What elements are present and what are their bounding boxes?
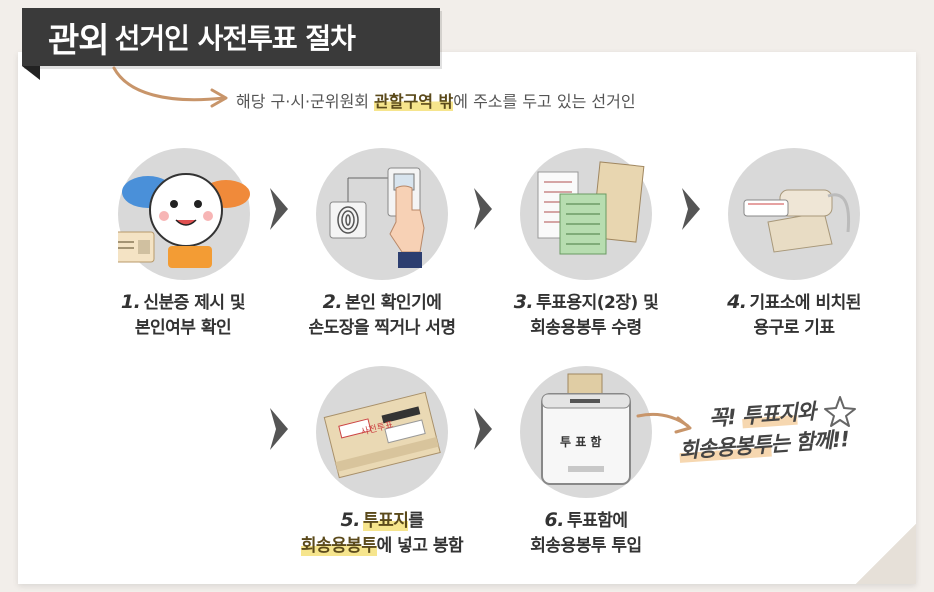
- chevron-right-icon: [270, 408, 288, 450]
- subtitle-before: 해당 구·시·군위원회: [236, 92, 375, 111]
- step-3-num: 3.: [513, 291, 534, 313]
- ballot-papers-envelope-icon: [537, 161, 645, 255]
- step-3-line2: 회송용봉투 수령: [530, 318, 642, 338]
- subtitle-highlight: 관할구역 밖: [374, 92, 454, 111]
- step-6-label: 6.투표함에 회송용봉투 투입: [476, 508, 696, 559]
- pointing-arrow-icon: [636, 412, 692, 434]
- title-text: 선거인 사전투표 절차: [114, 22, 356, 55]
- subtitle-after: 에 주소를 두고 있는 선거인: [453, 92, 636, 111]
- step-1-circle: [118, 148, 250, 280]
- step-1-num: 1.: [120, 291, 141, 313]
- step-2-label: 2.본인 확인기에 손도장을 찍거나 서명: [272, 290, 492, 341]
- step-5-line2-hl: 회송용봉투: [300, 536, 377, 556]
- step-1-label: 1.신분증 제시 및 본인여부 확인: [78, 290, 288, 341]
- step-5-line1-hl: 투표지: [362, 511, 409, 531]
- step-4-num: 4.: [727, 291, 747, 313]
- step-6-num: 6.: [544, 509, 564, 531]
- step-4-circle: [728, 148, 860, 280]
- page-fold-corner: [856, 524, 916, 584]
- step-5-circle: 사전투표: [316, 366, 448, 498]
- step-1-line2: 본인여부 확인: [134, 318, 232, 338]
- step-6-line2: 회송용봉투 투입: [530, 536, 642, 556]
- title-banner: 관외 선거인 사전투표 절차: [22, 8, 440, 80]
- step-3-label: 3.투표용지(2장) 및 회송용봉투 수령: [476, 290, 696, 341]
- chevron-right-icon: [474, 408, 492, 450]
- note-line1-hl: 투표지: [741, 400, 798, 429]
- chevron-right-icon: [474, 188, 492, 230]
- step-2-circle: [316, 148, 448, 280]
- content-card: [18, 52, 916, 584]
- step-5-num: 5.: [340, 509, 360, 531]
- step-2-line2: 손도장을 찍거나 서명: [308, 318, 456, 338]
- note-line1-a: 꼭!: [708, 404, 743, 431]
- note-line2-hl: 회송용봉투: [678, 432, 772, 463]
- note-line1-b: 와: [795, 399, 816, 425]
- step-5-label: 5.투표지를 회송용봉투에 넣고 봉함: [272, 508, 492, 559]
- step-4-label: 4.기표소에 비치된 용구로 기표: [684, 290, 904, 341]
- step-1-line1: 신분증 제시 및: [143, 293, 246, 313]
- step-5-line1: 를: [408, 511, 424, 531]
- step-5-line2: 에 넣고 봉함: [376, 536, 464, 556]
- step-2-line1: 본인 확인기에: [345, 293, 442, 313]
- sealed-envelope-icon: 사전투표: [323, 391, 441, 479]
- step-3-circle: [520, 148, 652, 280]
- star-sparkle-icon: [824, 396, 856, 427]
- ballot-stamp-icon: [743, 189, 851, 253]
- ribbon-tail: [22, 66, 40, 80]
- ballot-box-label: 투 표 함: [560, 434, 601, 449]
- chevron-right-icon: [270, 188, 288, 230]
- step-3-line1: 투표용지(2장) 및: [536, 293, 659, 313]
- note-line2-b: 는 함께!!: [769, 427, 850, 457]
- step-6-line1: 투표함에: [566, 511, 628, 531]
- step-2-num: 2.: [322, 291, 343, 313]
- title-prefix: 관외: [48, 20, 110, 61]
- ballot-box-icon: 투 표 함: [541, 373, 631, 485]
- subtitle: 해당 구·시·군위원회 관할구역 밖에 주소를 두고 있는 선거인: [236, 88, 636, 112]
- fingerprint-scanner-icon: [329, 167, 425, 268]
- id-card-mascot-icon: [118, 173, 250, 268]
- step-6-circle: 투 표 함: [520, 366, 652, 498]
- chevron-right-icon: [682, 188, 700, 230]
- curved-arrow-icon: [112, 66, 228, 108]
- step-4-line2: 용구로 기표: [753, 318, 835, 338]
- step-4-line1: 기표소에 비치된: [749, 293, 862, 313]
